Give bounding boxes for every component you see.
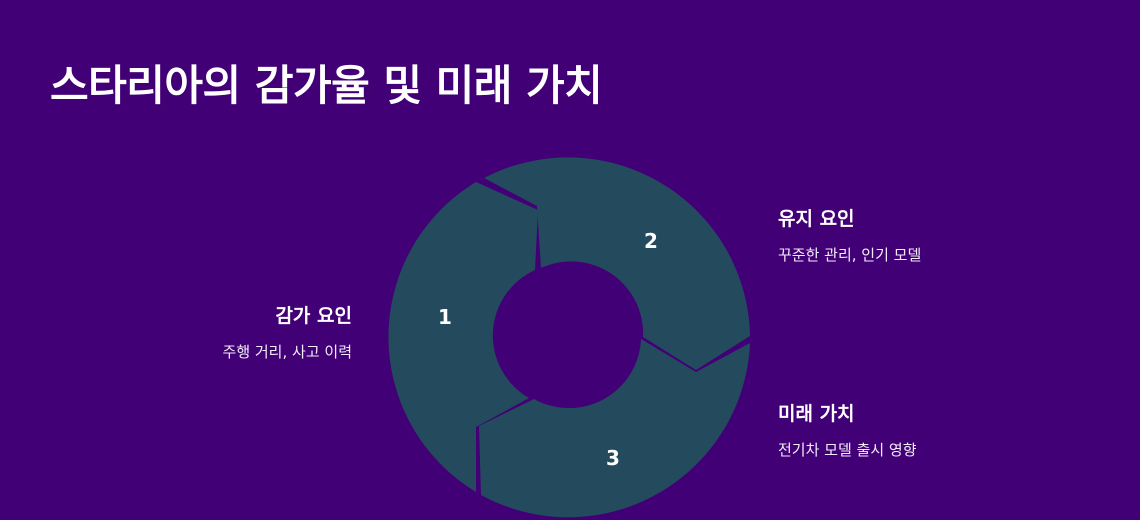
segment-2-number: 2: [644, 229, 658, 253]
page-title: 스타리아의 감가율 및 미래 가치: [50, 61, 603, 110]
cycle-segment-2: [484, 157, 750, 370]
segment-3-heading: 미래 가치: [778, 403, 855, 425]
segment-1-number: 1: [438, 305, 452, 329]
segment-3-label: 미래 가치 전기차 모델 출시 영향: [778, 402, 917, 460]
segment-2-label: 유지 요인 꾸준한 관리, 인기 모델: [778, 207, 921, 265]
segment-3-number: 3: [606, 446, 620, 470]
cycle-segment-1: [388, 182, 538, 492]
cycle-segment-3: [479, 339, 750, 518]
segment-2-description: 꾸준한 관리, 인기 모델: [778, 245, 922, 264]
segment-1-heading: 감가 요인: [275, 305, 352, 327]
segment-1-description: 주행 거리, 사고 이력: [222, 342, 352, 361]
segment-2-heading: 유지 요인: [778, 208, 855, 230]
segment-3-description: 전기차 모델 출시 영향: [778, 440, 917, 459]
segment-1-label: 감가 요인 주행 거리, 사고 이력: [223, 304, 352, 362]
